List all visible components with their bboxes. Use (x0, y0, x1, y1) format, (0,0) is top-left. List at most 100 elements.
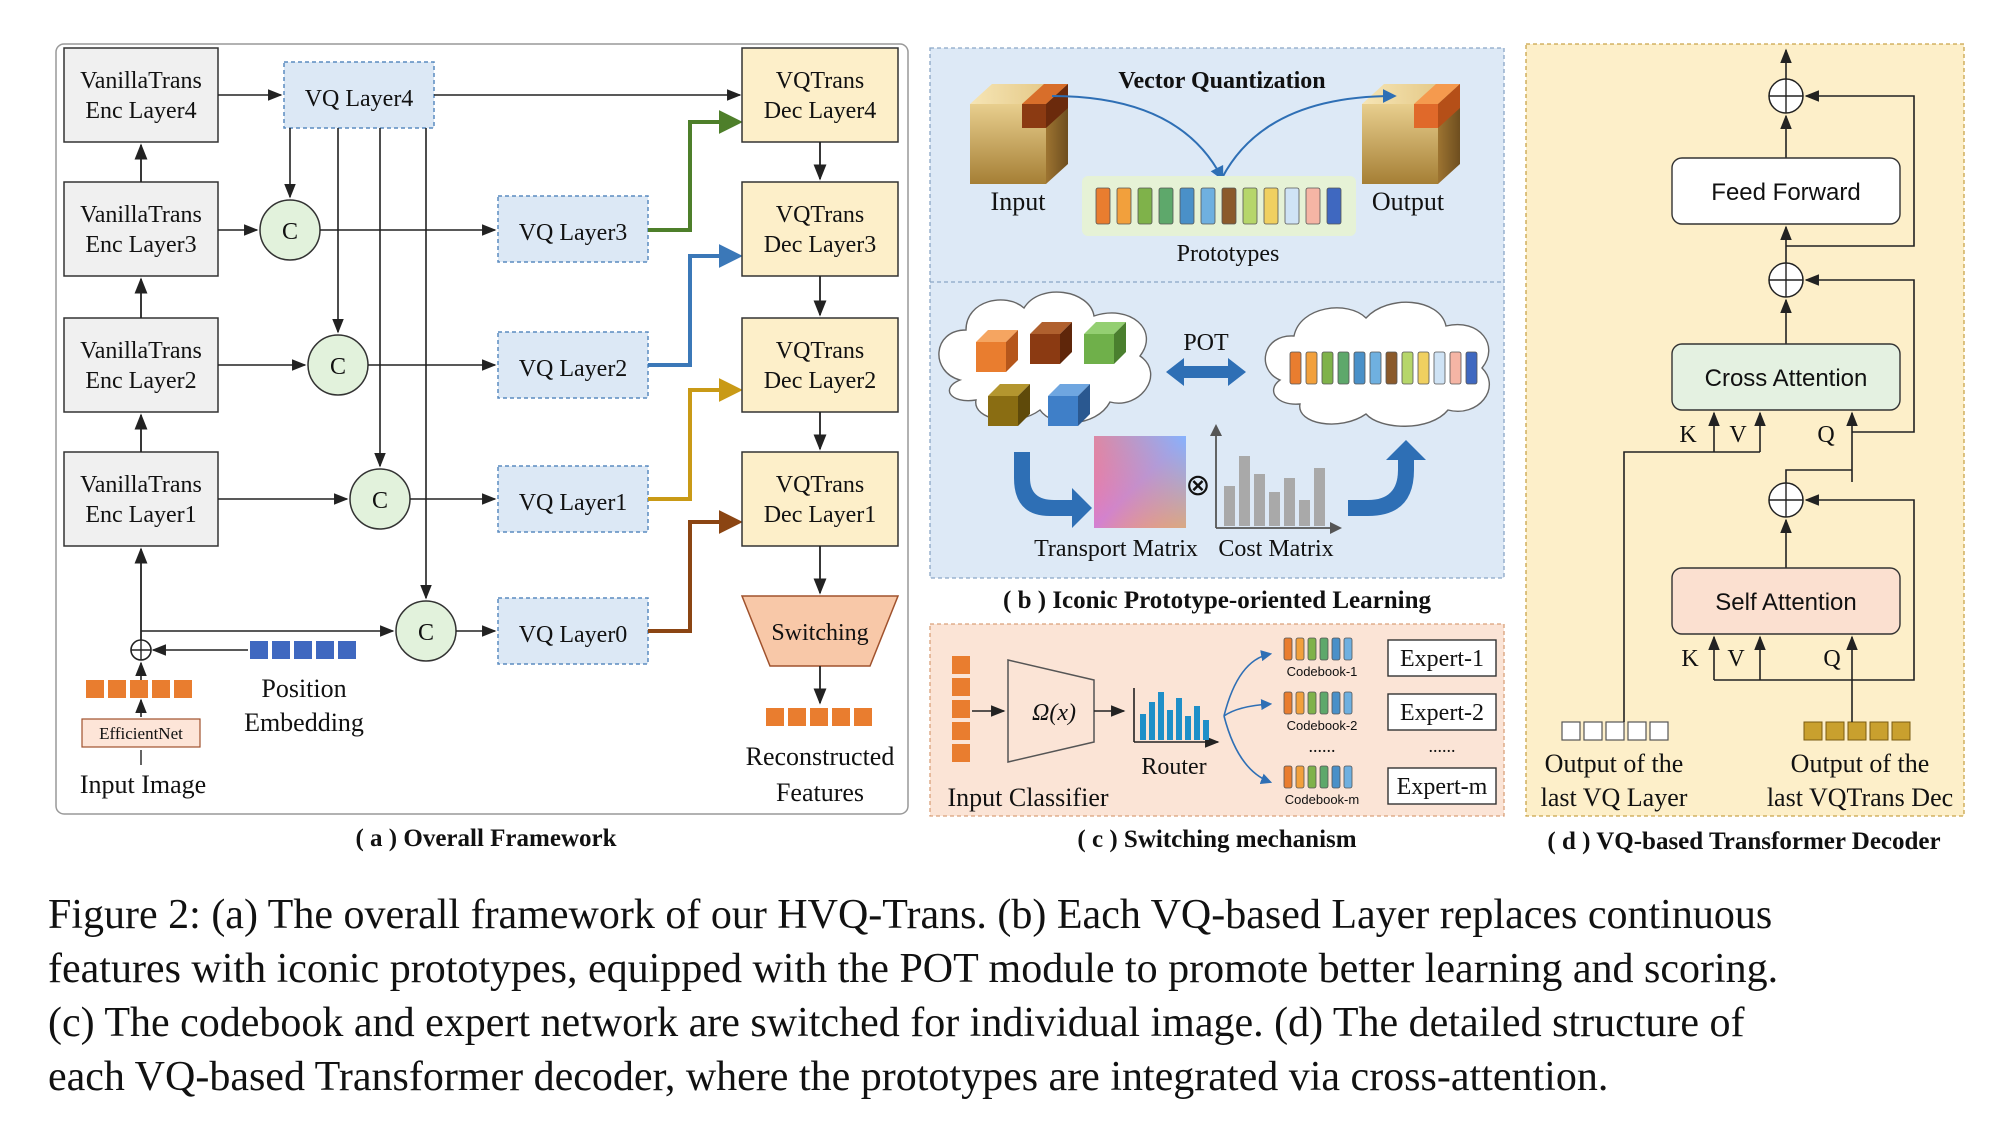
prototype-bar (1343, 765, 1353, 789)
input-image-label: Input Image (80, 770, 206, 799)
router-bar (1158, 692, 1164, 740)
router-bar (1176, 698, 1182, 740)
cost-bar (1314, 468, 1325, 526)
prototype-bar (1283, 765, 1293, 789)
vq-layer3: VQ Layer3 (497, 195, 649, 263)
prototype-bar (1449, 351, 1462, 385)
feature-cube (1048, 384, 1090, 426)
svg-text:C: C (282, 219, 298, 245)
prototype-bar (1179, 187, 1195, 225)
prototype-bar (1295, 637, 1305, 661)
panel-b-title: ( b ) Iconic Prototype-oriented Learning (1003, 587, 1431, 614)
feed-forward-block: Feed Forward (1671, 157, 1901, 225)
prototype-bar (1326, 187, 1342, 225)
vq-layer1: VQ Layer1 (497, 465, 649, 533)
prototypes-label: Prototypes (1177, 241, 1280, 267)
prototype-bar (1295, 765, 1305, 789)
cost-bar (1284, 478, 1295, 526)
svg-text:Codebook-2: Codebook-2 (1287, 718, 1358, 733)
expert-1: Expert-1 (1387, 639, 1497, 677)
prototype-bar (1095, 187, 1111, 225)
prototype-bar (1283, 637, 1293, 661)
transport-matrix-label: Transport Matrix (1034, 536, 1198, 562)
router-label: Router (1141, 754, 1206, 780)
cost-bar (1254, 474, 1265, 526)
codebook-2: Codebook-2 (1283, 691, 1358, 733)
codebook-m: Codebook-m (1283, 765, 1359, 807)
concat-0: C (395, 600, 457, 662)
router-bar (1140, 714, 1146, 740)
prototype-bar (1307, 637, 1317, 661)
panel-c: Ω(x) Router Input Classifier Codebook-1 … (929, 623, 1505, 853)
prototype-bar (1283, 691, 1293, 715)
caption-line: each VQ-based Transformer decoder, where… (48, 1054, 1609, 1100)
panel-d: Feed Forward Cross Attention K V Q (1525, 43, 1965, 855)
prototype-strip (1082, 176, 1356, 236)
prototype-bar (1385, 351, 1398, 385)
otimes: ⊗ (1185, 469, 1210, 502)
caption-line: Figure 2: (a) The overall framework of o… (48, 892, 1773, 938)
prototype-bar (1401, 351, 1414, 385)
svg-text:V: V (1727, 646, 1745, 672)
prototype-bar (1433, 351, 1446, 385)
codebook-1: Codebook-1 (1283, 637, 1357, 679)
prototype-bar (1319, 765, 1329, 789)
cost-bar (1269, 492, 1280, 526)
dec-output-tokens (1803, 721, 1911, 741)
svg-text:V: V (1729, 422, 1747, 448)
cost-bar (1239, 456, 1250, 526)
add-node-mid (1768, 262, 1804, 298)
figure-caption: Figure 2: (a) The overall framework of o… (48, 888, 1978, 1104)
efficientnet-box: EfficientNet (81, 718, 201, 748)
prototype-bar (1337, 351, 1350, 385)
prototype-bar (1343, 637, 1353, 661)
svg-text:Q: Q (1823, 646, 1840, 672)
svg-text:Switching: Switching (771, 620, 868, 646)
svg-text:Codebook-m: Codebook-m (1285, 792, 1359, 807)
svg-text:VQ Layer4: VQ Layer4 (305, 86, 414, 112)
cloud-left (938, 291, 1152, 426)
plus-node (130, 639, 152, 661)
expert-m: Expert-m (1387, 767, 1497, 805)
cost-bar (1224, 486, 1235, 526)
concat-3: C (259, 199, 321, 261)
cost-matrix-label: Cost Matrix (1218, 536, 1333, 562)
svg-text:Self Attention: Self Attention (1715, 589, 1856, 616)
vq-layer2: VQ Layer2 (497, 331, 649, 399)
concat-1: C (349, 468, 411, 530)
svg-text:Feed Forward: Feed Forward (1711, 179, 1860, 206)
router-chart (1133, 688, 1220, 748)
router-bar (1194, 706, 1200, 740)
vq-layer4: VQ Layer4 (283, 61, 435, 129)
cross-attention-block: Cross Attention (1671, 343, 1901, 411)
vq-title: Vector Quantization (1118, 68, 1325, 94)
svg-text:VQ Layer3: VQ Layer3 (519, 220, 628, 246)
prototype-bar (1200, 187, 1216, 225)
svg-text:Ω(x): Ω(x) (1032, 700, 1076, 726)
prototype-bar (1137, 187, 1153, 225)
feature-cube (988, 384, 1030, 426)
transport-matrix (1094, 436, 1186, 528)
pot-arrow (1166, 358, 1246, 386)
self-attention-block: Self Attention (1671, 567, 1901, 635)
add-node-top (1768, 78, 1804, 114)
prototype-bar (1353, 351, 1366, 385)
feature-cube (976, 330, 1018, 372)
panel-d-title: ( d ) VQ-based Transformer Decoder (1547, 828, 1940, 855)
concat-2: C (307, 334, 369, 396)
arrow-to-transport (1014, 452, 1092, 528)
svg-text:K: K (1681, 646, 1699, 672)
svg-text:C: C (372, 488, 388, 514)
